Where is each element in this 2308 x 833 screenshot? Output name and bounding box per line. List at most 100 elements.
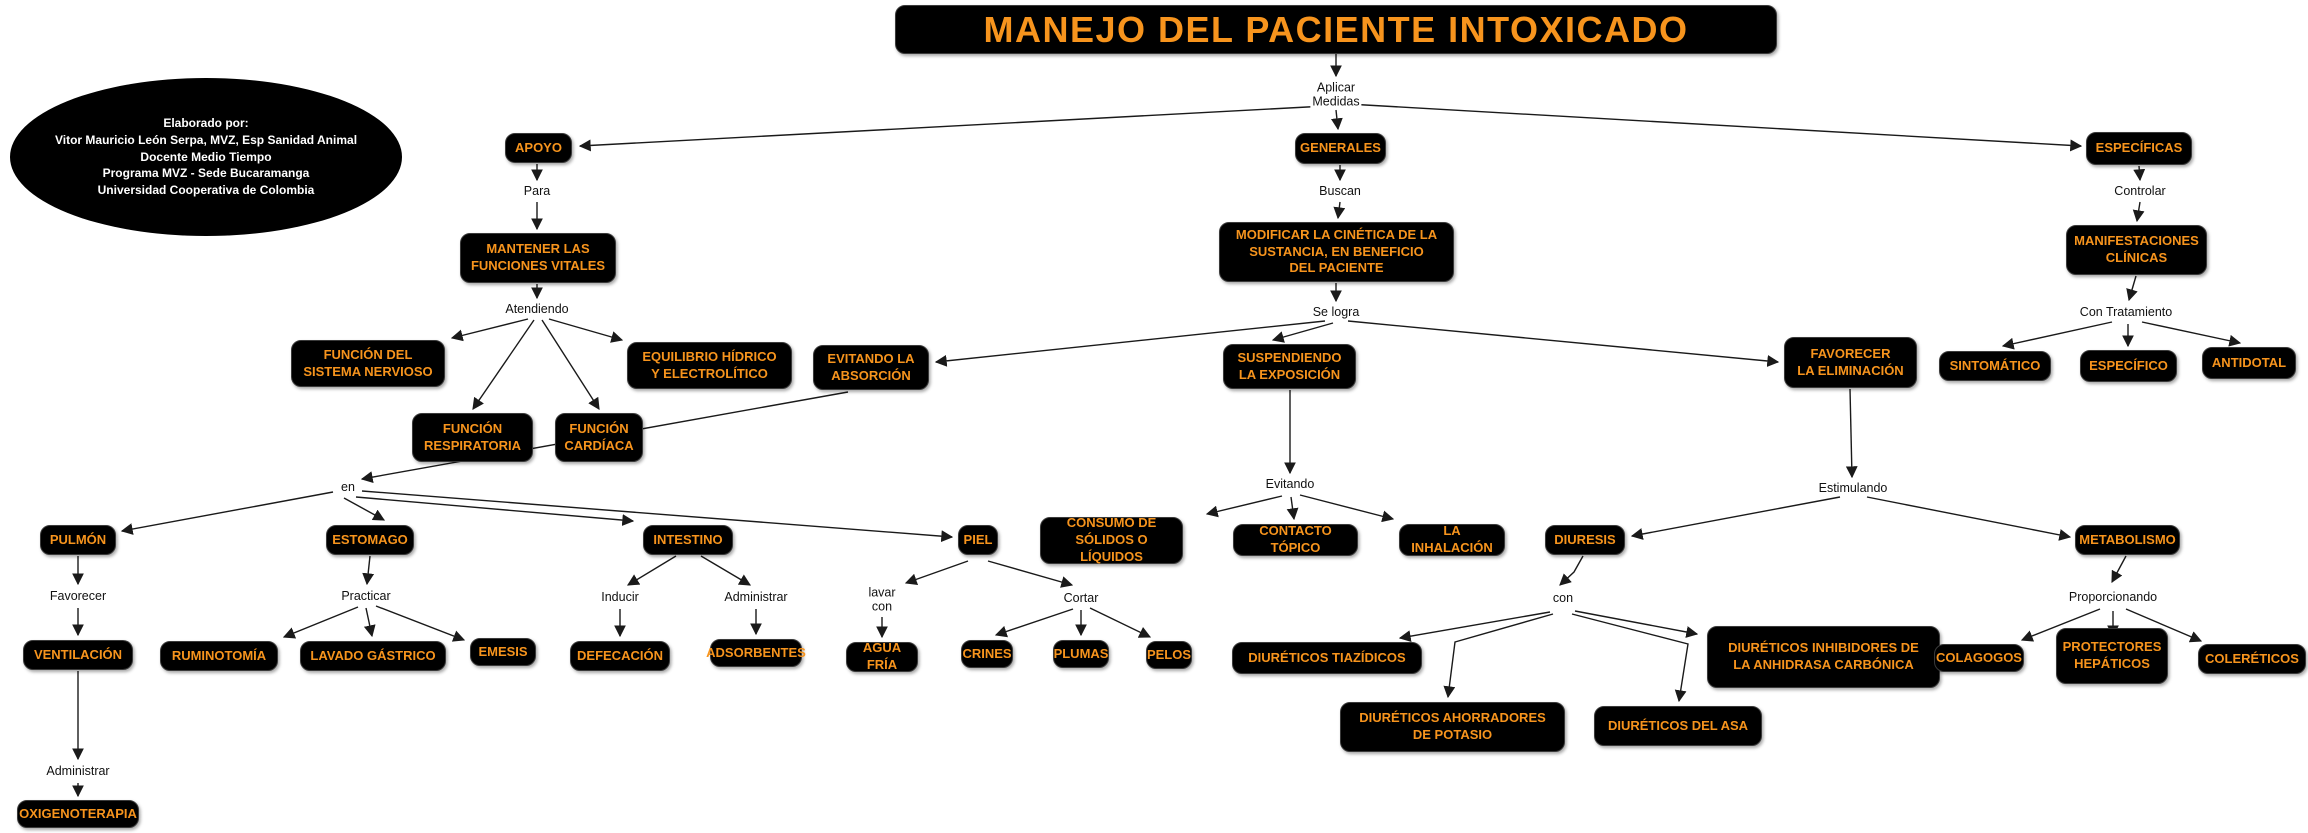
edge (626, 555, 677, 586)
node-suspendiendo-la-exposicion: SUSPENDIENDO LA EXPOSICIÓN (1223, 344, 1356, 389)
edge-label-para: Para (521, 183, 553, 199)
edge-label-administrar-intestino: Administrar (722, 589, 790, 605)
edge (548, 318, 624, 343)
edge (282, 606, 359, 639)
edge (2125, 608, 2203, 643)
edge (450, 318, 529, 342)
node-favorecer-la-eliminacion: FAVORECER LA ELIMINACIÓN (1784, 337, 1917, 388)
edge (355, 496, 635, 527)
edge (1089, 607, 1152, 638)
edge (2001, 321, 2113, 350)
edge (934, 320, 1326, 367)
node-funcion-cardiaca: FUNCIÓN CARDÍACA (555, 413, 643, 462)
node-emesis: EMESIS (470, 638, 536, 666)
node-oxigenoterapia: OXIGENOTERAPIA (17, 800, 139, 828)
node-contacto-topico: CONTACTO TÓPICO (1233, 523, 1358, 556)
edge-label-aplicar-medidas: Aplicar Medidas (1310, 80, 1362, 110)
edge (375, 605, 466, 642)
edge (1347, 103, 2083, 152)
edge-label-se-logra: Se logra (1310, 304, 1362, 320)
edge (1845, 388, 1858, 479)
edge (362, 555, 375, 586)
node-colagogos: COLAGOGOS (1934, 644, 2024, 672)
node-adsorbentes: ADSORBENTES (706, 639, 806, 667)
edge-label-buscan: Buscan (1317, 183, 1363, 199)
node-antidotal: ANTIDOTAL (2202, 347, 2296, 379)
node-diuresis: DIURESIS (1545, 525, 1625, 555)
edge (2141, 321, 2242, 347)
edge (700, 555, 752, 586)
node-especificas: ESPECÍFICAS (2086, 132, 2192, 165)
edge (1630, 496, 1841, 540)
edge (1574, 610, 1699, 638)
edge (1333, 201, 1346, 220)
node-consumo-solidos-liquidos: CONSUMO DE SÓLIDOS O LÍQUIDOS (1040, 515, 1183, 564)
node-mantener-funciones-vitales: MANTENER LAS FUNCIONES VITALES (460, 233, 616, 283)
edge-label-controlar: Controlar (2112, 183, 2168, 199)
edge (1398, 611, 1551, 643)
edge (1330, 109, 1343, 131)
node-agua-fria: AGUA FRÍA (846, 640, 918, 672)
node-diureticos-ahorradores-potasio: DIURÉTICOS AHORRADORES DE POTASIO (1340, 702, 1565, 752)
edge (472, 319, 535, 410)
node-apoyo: APOYO (505, 133, 572, 163)
node-manifestaciones-clinicas: MANIFESTACIONES CLÍNICAS (2066, 225, 2207, 275)
node-evitando-la-absorcion: EVITANDO LA ABSORCIÓN (813, 345, 929, 390)
node-la-inhalacion: LA INHALACIÓN (1399, 523, 1505, 556)
node-piel: PIEL (958, 525, 998, 555)
edge (1347, 320, 1780, 367)
edge (1286, 496, 1299, 521)
node-modificar-cinetica: MODIFICAR LA CINÉTICA DE LA SUSTANCIA, E… (1219, 222, 1454, 282)
edge (2020, 608, 2101, 642)
edge (1271, 322, 1334, 343)
edge-label-administrar-ventilacion: Administrar (44, 763, 112, 779)
edge (1299, 494, 1395, 523)
node-estomago: ESTOMAGO (326, 525, 414, 555)
edge (541, 319, 600, 411)
edge-label-evitando: Evitando (1263, 476, 1317, 492)
edge (2132, 201, 2145, 223)
node-intestino: INTESTINO (643, 525, 733, 555)
edge-label-con-tratamiento: Con Tratamiento (2077, 304, 2175, 320)
edge (361, 490, 954, 543)
edge (578, 105, 1327, 152)
node-crines: CRINES (961, 640, 1013, 668)
node-ventilacion: VENTILACIÓN (23, 640, 133, 670)
node-defecacion: DEFECACIÓN (570, 641, 670, 671)
node-ruminotomia: RUMINOTOMÍA (160, 641, 278, 671)
edge (2126, 275, 2138, 302)
node-diureticos-tiazidicos: DIURÉTICOS TIAZÍDICOS (1232, 642, 1422, 674)
credits-ellipse: Elaborado por: Vitor Mauricio León Serpa… (10, 78, 402, 236)
node-metabolismo: METABOLISMO (2075, 525, 2180, 555)
edge-label-atendiendo: Atendiendo (503, 301, 571, 317)
edge (987, 560, 1074, 588)
node-diureticos-del-asa: DIURÉTICOS DEL ASA (1594, 706, 1762, 746)
edge (2133, 165, 2146, 182)
edge (1443, 613, 1554, 699)
edge-label-en: en (339, 479, 357, 495)
node-equilibrio-hidrico: EQUILIBRIO HÍDRICO Y ELECTROLÍTICO (627, 342, 792, 389)
edge-label-lavar-con: lavar con (866, 585, 898, 615)
edge (120, 491, 334, 535)
node-coleriticos: COLERÉTICOS (2198, 644, 2306, 674)
node-funcion-sistema-nervioso: FUNCIÓN DEL SISTEMA NERVIOSO (291, 340, 445, 387)
node-pelos: PELOS (1146, 641, 1192, 669)
edge (1205, 495, 1283, 518)
edge (904, 560, 969, 586)
node-sintomatico: SINTOMÁTICO (1939, 351, 2051, 381)
page-title: MANEJO DEL PACIENTE INTOXICADO (895, 5, 1777, 54)
edge (2111, 555, 2127, 584)
edge (994, 608, 1074, 638)
edge-label-estimulando: Estimulando (1816, 480, 1890, 496)
node-generales: GENERALES (1295, 133, 1386, 164)
node-pulmon: PULMÓN (40, 525, 116, 555)
node-especifico: ESPECÍFICO (2080, 350, 2177, 382)
edge (343, 497, 386, 521)
edge-label-favorecer: Favorecer (47, 588, 109, 604)
edge-label-inducir: Inducir (599, 589, 641, 605)
edge-label-proporcionando: Proporcionando (2066, 589, 2160, 605)
edge (1559, 555, 1584, 586)
node-protectores-hepaticos: PROTECTORES HEPÁTICOS (2056, 628, 2168, 684)
